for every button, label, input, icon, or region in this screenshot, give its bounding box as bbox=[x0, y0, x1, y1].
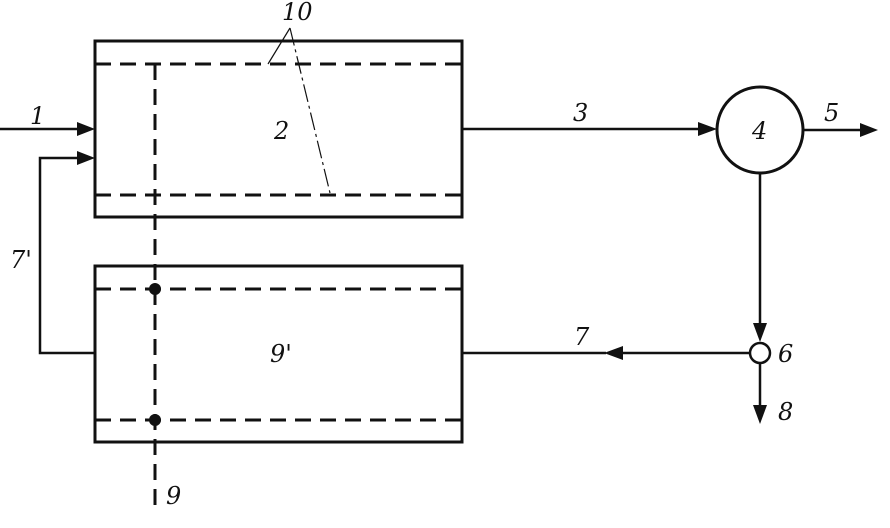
node-6-circle bbox=[748, 341, 772, 365]
label-stream-7-prime: 7' bbox=[10, 246, 32, 274]
label-stream-7: 7 bbox=[574, 323, 590, 351]
label-stream-1: 1 bbox=[30, 102, 45, 130]
label-unit-9-prime: 9' bbox=[270, 340, 292, 368]
stream-1-arrow bbox=[0, 122, 95, 136]
label-stream-3: 3 bbox=[573, 99, 588, 127]
stream-8-arrow bbox=[753, 363, 767, 424]
label-10-leader-lines bbox=[267, 27, 331, 194]
label-stream-9: 9 bbox=[166, 482, 181, 510]
label-stream-5: 5 bbox=[824, 99, 839, 127]
stream-7-prime-arrow bbox=[38, 151, 95, 355]
label-unit-2: 2 bbox=[273, 117, 289, 145]
stream-7-arrow bbox=[462, 346, 750, 360]
stream-5-arrow bbox=[803, 123, 878, 137]
label-stream-8: 8 bbox=[778, 398, 793, 426]
unit-4-to-node-6-arrow bbox=[753, 173, 767, 342]
junction-dot-lower bbox=[149, 414, 161, 426]
label-node-6: 6 bbox=[778, 340, 793, 368]
label-unit-4: 4 bbox=[751, 117, 767, 145]
junction-dot-upper bbox=[149, 283, 161, 295]
stream-3-arrow bbox=[462, 122, 717, 136]
label-item-10: 10 bbox=[282, 0, 313, 26]
